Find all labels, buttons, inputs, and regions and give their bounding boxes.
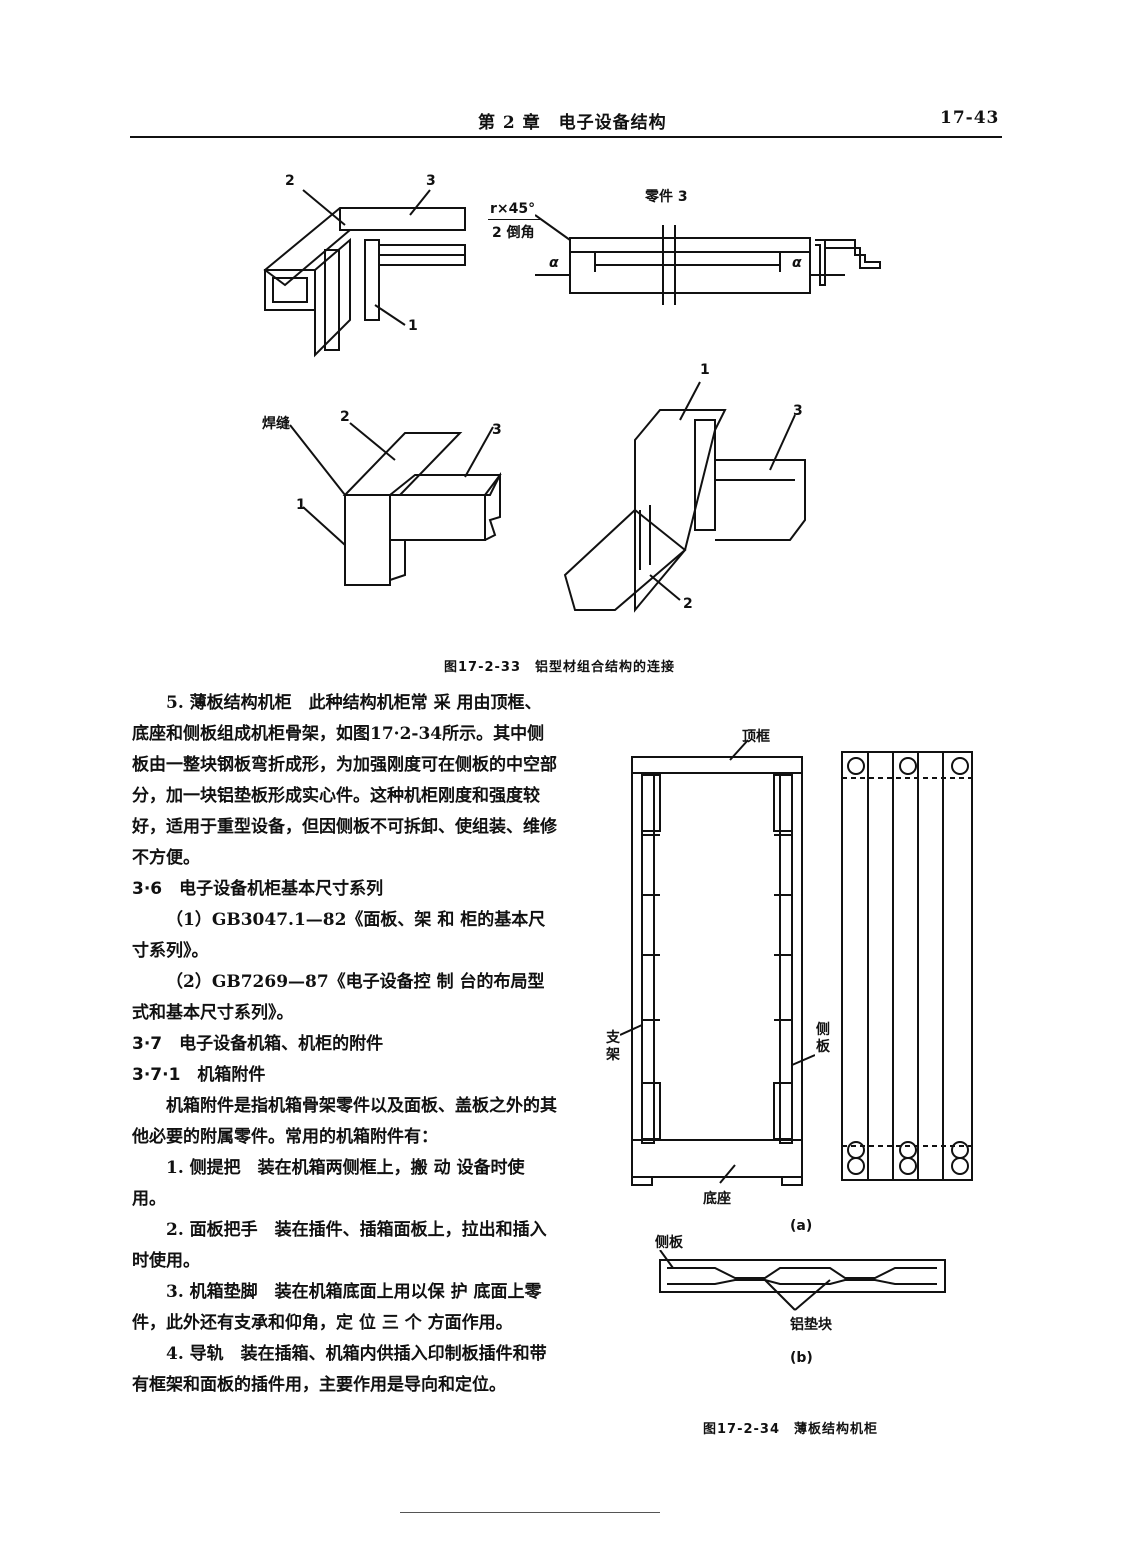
fig33-label-1a: 1 bbox=[408, 318, 418, 334]
fig33-weld-label: 焊缝 bbox=[262, 416, 290, 432]
fig33-label-2a: 2 bbox=[285, 173, 295, 189]
fig33-front-profile bbox=[264, 269, 316, 311]
fig34-al-pad-label: 铝垫块 bbox=[790, 1317, 832, 1333]
fig33-welded-joint-drawing bbox=[289, 422, 502, 586]
fig34-left-support bbox=[641, 772, 655, 1144]
fig33-label-2c: 2 bbox=[683, 596, 693, 612]
para-accessories: 机箱附件是指机箱骨架零件以及面板、盖板之外的其他必要的附属零件。常用的机箱附件有… bbox=[132, 1096, 557, 1147]
heading-3-7-1: 3·7·1 机箱附件 bbox=[132, 1065, 266, 1085]
para-side-handle: 1. 侧提把 装在机箱两侧框上，搬 动 设备时使用。 bbox=[132, 1158, 525, 1209]
para-panel-handle: 2. 面板把手 装在插件、插箱面板上，拉出和插入时使用。 bbox=[132, 1220, 547, 1271]
fig33-corner-assembly-drawing bbox=[263, 189, 466, 358]
fig33-label-1c: 1 bbox=[700, 362, 710, 378]
fig33-chamfer-line2: 2 倒角 bbox=[492, 225, 535, 241]
fig34-right-support bbox=[779, 772, 793, 1144]
para-rail: 4. 导轨 装在插箱、机箱内供插入印制板插件和带有框架和面板的插件用，主要作用是… bbox=[132, 1344, 547, 1395]
fig34-support-label: 支架 bbox=[606, 1030, 620, 1063]
fig33-label-3b: 3 bbox=[492, 422, 502, 438]
page-number: 17-43 bbox=[940, 108, 1000, 128]
fig34-side-panel-label: 侧板 bbox=[816, 1022, 830, 1055]
chapter-title: 第 2 章 电子设备结构 bbox=[478, 113, 667, 133]
fig33-label-3c: 3 bbox=[793, 403, 803, 419]
fig33-caption: 图17-2-33 铝型材组合结构的连接 bbox=[444, 660, 676, 675]
fig33-inner-corner-drawing bbox=[563, 381, 806, 613]
para-standard-1: （1）GB3047.1—82《面板、架 和 柜的基本尺寸系列》。 bbox=[132, 910, 546, 961]
fig34-sub-b-label: (b) bbox=[790, 1350, 813, 1366]
fig34-caption: 图17-2-34 薄板结构机柜 bbox=[703, 1422, 879, 1437]
fig34-top-frame-label: 顶框 bbox=[742, 729, 770, 745]
fig33-bottom-frame-2 bbox=[563, 508, 687, 611]
fig34-front-view-drawing bbox=[620, 739, 815, 1186]
fig34-base-label: 底座 bbox=[703, 1191, 731, 1207]
fig34-section-drawing bbox=[659, 1250, 946, 1311]
fig33-frame-1 bbox=[344, 494, 391, 586]
body-text: 5. 薄板结构机柜 此种结构机柜常 采 用由顶框、底座和侧板组成机柜骨架，如图1… bbox=[132, 688, 557, 1401]
fig34-side-outer bbox=[841, 751, 973, 1181]
heading-3-6: 3·6 电子设备机柜基本尺寸系列 bbox=[132, 879, 384, 899]
footer-rule bbox=[400, 1512, 660, 1513]
para-standard-2: （2）GB7269—87《电子设备控 制 台的布局型式和基本尺寸系列》。 bbox=[132, 972, 545, 1023]
heading-3-7: 3·7 电子设备机箱、机柜的附件 bbox=[132, 1034, 384, 1054]
fig34-section-outline bbox=[659, 1259, 946, 1293]
fig33-chamfer-rule bbox=[488, 219, 540, 220]
para-thin-plate-cabinet: 5. 薄板结构机柜 此种结构机柜常 采 用由顶框、底座和侧板组成机柜骨架，如图1… bbox=[132, 693, 557, 868]
fig33-chamfer-line1: r×45° bbox=[490, 201, 536, 217]
fig33-part3-drawing bbox=[535, 214, 881, 305]
fig34-outer-frame bbox=[631, 756, 803, 1178]
fig33-label-3a: 3 bbox=[426, 173, 436, 189]
fig34-side-view-drawing bbox=[841, 751, 973, 1181]
header-rule bbox=[130, 136, 1002, 138]
fig33-alpha-right: α bbox=[792, 255, 802, 271]
fig33-part3-title: 零件 3 bbox=[645, 189, 688, 205]
fig33-part3-section bbox=[815, 239, 826, 286]
fig33-alpha-left: α bbox=[549, 255, 559, 271]
fig34-side-panel-b-label: 侧板 bbox=[655, 1235, 683, 1251]
fig33-label-1b: 1 bbox=[296, 497, 306, 513]
fig33-label-2b: 2 bbox=[340, 409, 350, 425]
fig34-sub-a-label: (a) bbox=[790, 1218, 813, 1234]
fig33-upright bbox=[324, 249, 340, 351]
para-feet: 3. 机箱垫脚 装在机箱底面上用以保 护 底面上零件，此外还有支承和仰角，定 位… bbox=[132, 1282, 542, 1333]
